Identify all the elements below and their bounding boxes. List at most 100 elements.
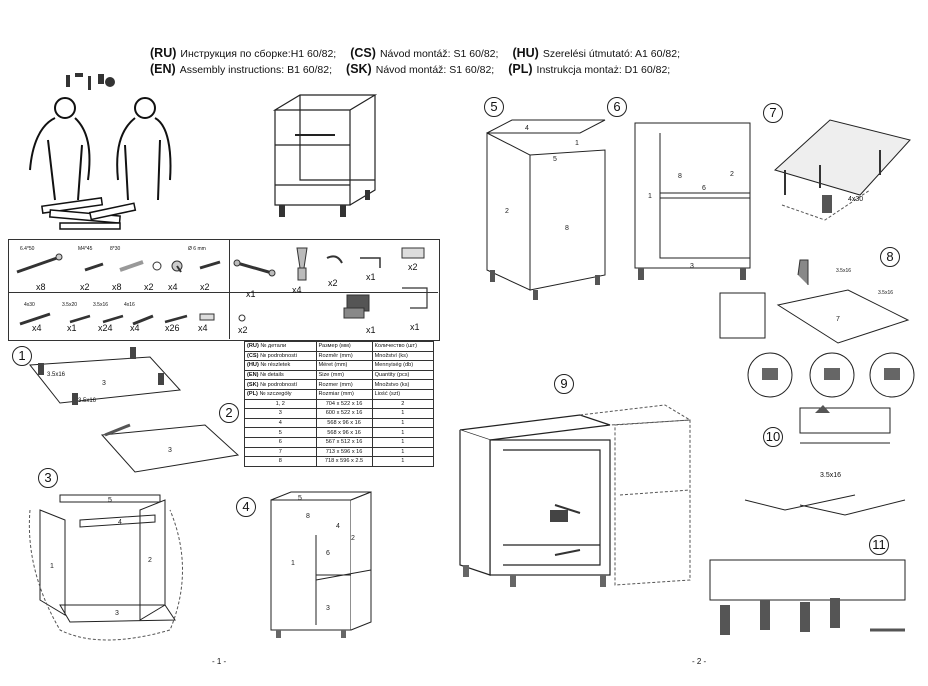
language-code: (CS) — [247, 352, 259, 359]
hw-label-8x30: 8*30 — [110, 246, 121, 252]
parts-table-header-cell: Количество (шт) — [371, 341, 435, 352]
header-pl: (PL)Instrukcja montaż: D1 60/82; — [508, 62, 671, 76]
hw-qty: x1 — [366, 272, 376, 282]
svg-text:1: 1 — [50, 563, 54, 570]
step-8-illustration: 7 — [719, 259, 910, 344]
parts-table-header-cell: Množstvo (ks) — [371, 379, 435, 390]
parts-table-cell: 8 — [244, 456, 317, 467]
parts-table-header-cell: (RU) № детали — [244, 341, 317, 352]
page-number-left: - 1 - — [212, 657, 227, 666]
svg-text:2: 2 — [148, 557, 152, 564]
parts-table-header-cell: (PL) № szczegóły — [244, 388, 317, 400]
svg-text:1: 1 — [291, 560, 295, 567]
hardware-panel — [8, 239, 440, 341]
header-text: № részletek — [260, 362, 291, 369]
hw-qty: x2 — [80, 282, 90, 292]
svg-text:5: 5 — [298, 495, 302, 502]
parts-table-cell: 704 x 522 x 16 — [315, 398, 373, 410]
svg-text:3: 3 — [115, 610, 119, 617]
step-3-number: 3 — [38, 468, 58, 488]
parts-table-header-cell: Liość (szt) — [371, 388, 435, 400]
svg-text:8: 8 — [678, 173, 682, 180]
svg-text:8: 8 — [306, 513, 310, 520]
parts-table-header-cell: Rozmer (mm) — [315, 379, 373, 390]
step-6-illustration: 1 8 2 6 3 — [634, 122, 751, 280]
header-ru: (RU)Инструкция по сборке:H1 60/82; — [150, 46, 337, 60]
parts-table-cell: 568 x 96 x 16 — [315, 427, 373, 438]
parts-table-cell: 1 — [371, 446, 435, 458]
header-row-1: (RU)Инструкция по сборке:H1 60/82; (CS)N… — [150, 46, 790, 62]
hw-label-6-4x50: 6.4*50 — [20, 246, 35, 252]
language-code: (PL) — [247, 391, 258, 398]
parts-table-header-cell: Množství (ks) — [371, 350, 435, 362]
parts-table-header-cell: Rozměr (mm) — [315, 350, 373, 362]
step-1-number: 1 — [12, 346, 32, 366]
hardware-row-1-icons — [16, 253, 221, 274]
page-number-right: - 2 - — [692, 657, 707, 666]
header-hu: (HU)Szerelési útmutató: A1 60/82; — [512, 46, 680, 60]
svg-text:2: 2 — [730, 171, 734, 178]
two-people-illustration — [29, 73, 172, 230]
parts-table-cell: 1 — [371, 456, 435, 467]
assembled-cabinet-illustration — [272, 94, 378, 217]
svg-text:8: 8 — [565, 225, 569, 232]
parts-table-header-cell: Size (mm) — [315, 369, 373, 381]
step-6-number: 6 — [607, 97, 627, 117]
screw-label: 3.5x16 — [820, 472, 842, 479]
screw-label: 3.5x16 — [878, 290, 894, 296]
step-2-number: 2 — [219, 403, 239, 423]
svg-text:6: 6 — [702, 185, 706, 192]
header-text: № szczegóły — [259, 391, 292, 398]
step-5-illustration: 4 1 5 2 8 — [486, 119, 606, 300]
hw-qty: x4 — [32, 323, 42, 333]
parts-table-header-cell: Mennyiség (db) — [371, 360, 435, 371]
hw-qty: x24 — [98, 323, 113, 333]
svg-text:6: 6 — [326, 550, 330, 557]
parts-table-cell: 718 x 596 x 2.5 — [315, 456, 373, 467]
parts-table-cell: 1 — [371, 427, 435, 438]
step-11-number: 11 — [869, 535, 889, 555]
panel-label: 3 — [102, 380, 106, 387]
parts-table-cell: 713 x 596 x 16 — [315, 446, 373, 458]
hardware-divider-horizontal — [8, 292, 438, 293]
hw-qty: x8 — [112, 282, 122, 292]
parts-table-cell: 3 — [244, 408, 317, 419]
screw-label: 3.5x16 — [836, 268, 852, 274]
hw-qty: x4 — [168, 282, 178, 292]
hw-label-4x16: 4x16 — [124, 302, 135, 308]
hw-qty: x2 — [328, 278, 338, 288]
screw-label: 4x30 — [848, 196, 864, 203]
hw-label-m4x45: M4*45 — [78, 246, 93, 252]
step-7-number: 7 — [763, 103, 783, 123]
svg-text:1: 1 — [575, 140, 579, 147]
step-9-number: 9 — [554, 374, 574, 394]
language-code: (RU) — [247, 343, 259, 350]
parts-table-header-cell: Размер (мм) — [315, 341, 373, 352]
svg-text:7: 7 — [836, 316, 840, 323]
hw-qty: x4 — [292, 285, 302, 295]
parts-table-cell: 568 x 96 x 16 — [315, 417, 373, 429]
step-10-illustration — [799, 405, 891, 444]
language-code: (SK) — [247, 381, 259, 388]
hw-qty: x1 — [366, 325, 376, 335]
parts-table-cell: 2 — [371, 398, 435, 410]
hw-label-6mm: Ø 6 mm — [188, 246, 206, 252]
step-9-illustration — [459, 404, 692, 587]
header-cs: (CS)Návod montáž: S1 60/82; — [350, 46, 499, 60]
svg-text:4: 4 — [118, 519, 122, 526]
parts-table-cell: 1 — [371, 408, 435, 419]
step-5-number: 5 — [484, 97, 504, 117]
step-8-number: 8 — [880, 247, 900, 267]
step-4-number: 4 — [236, 497, 256, 517]
parts-table-header-cell: Méret (mm) — [315, 360, 373, 371]
parts-table-cell: 1, 2 — [244, 398, 317, 410]
